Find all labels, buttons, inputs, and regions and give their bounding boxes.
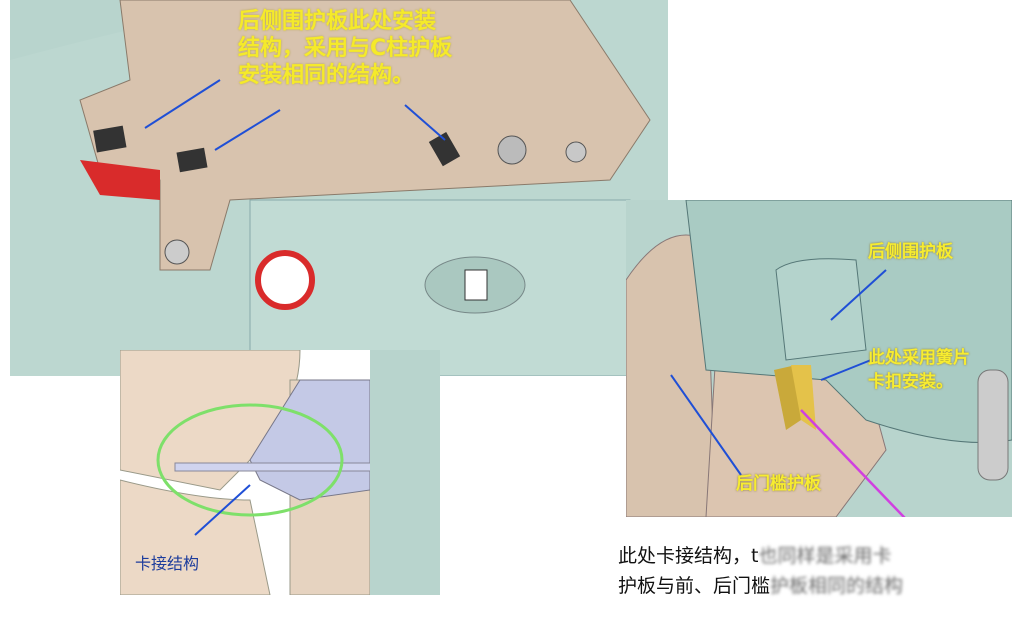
top-callout: 后侧围护板此处安装 结构，采用与C柱护板 安装相同的结构。	[238, 8, 452, 89]
label-rear-quarter-panel: 后侧围护板	[868, 242, 953, 262]
bottom-caption-line1: 此处卡接结构，t也同样是采用卡	[618, 545, 892, 567]
watermark-obscured-text: 护板相同的结构	[770, 575, 904, 597]
bottom-caption: 此处卡接结构，t也同样是采用卡 护板与前、后门槛护板相同的结构	[618, 541, 903, 601]
label-spring-clip-line: 此处采用簧片	[868, 348, 970, 368]
top-callout-line: 后侧围护板此处安装	[238, 9, 437, 34]
right-figure: 后侧围护板 此处采用簧片 卡扣安装。 后门槛护板	[625, 199, 1013, 541]
top-callout-line: 结构，采用与C柱护板	[238, 36, 453, 61]
label-spring-clip-line: 卡扣安装。	[868, 372, 953, 392]
watermark-obscured-text: 也同样是采用卡	[758, 545, 892, 567]
inset-figure-drawing	[119, 349, 440, 596]
inset-figure: 卡接结构	[119, 349, 440, 596]
label-snap-fit: 卡接结构	[135, 554, 200, 573]
bottom-caption-line2: 护板与前、后门槛护板相同的结构	[618, 575, 904, 597]
top-callout-line: 安装相同的结构。	[238, 63, 415, 88]
label-spring-clip: 此处采用簧片 卡扣安装。	[868, 346, 970, 394]
label-rear-sill-trim: 后门槛护板	[736, 474, 821, 494]
top-figure: 后侧围护板此处安装 结构，采用与C柱护板 安装相同的结构。	[10, 0, 668, 377]
right-figure-drawing	[625, 199, 1013, 541]
top-figure-drawing	[10, 0, 668, 377]
